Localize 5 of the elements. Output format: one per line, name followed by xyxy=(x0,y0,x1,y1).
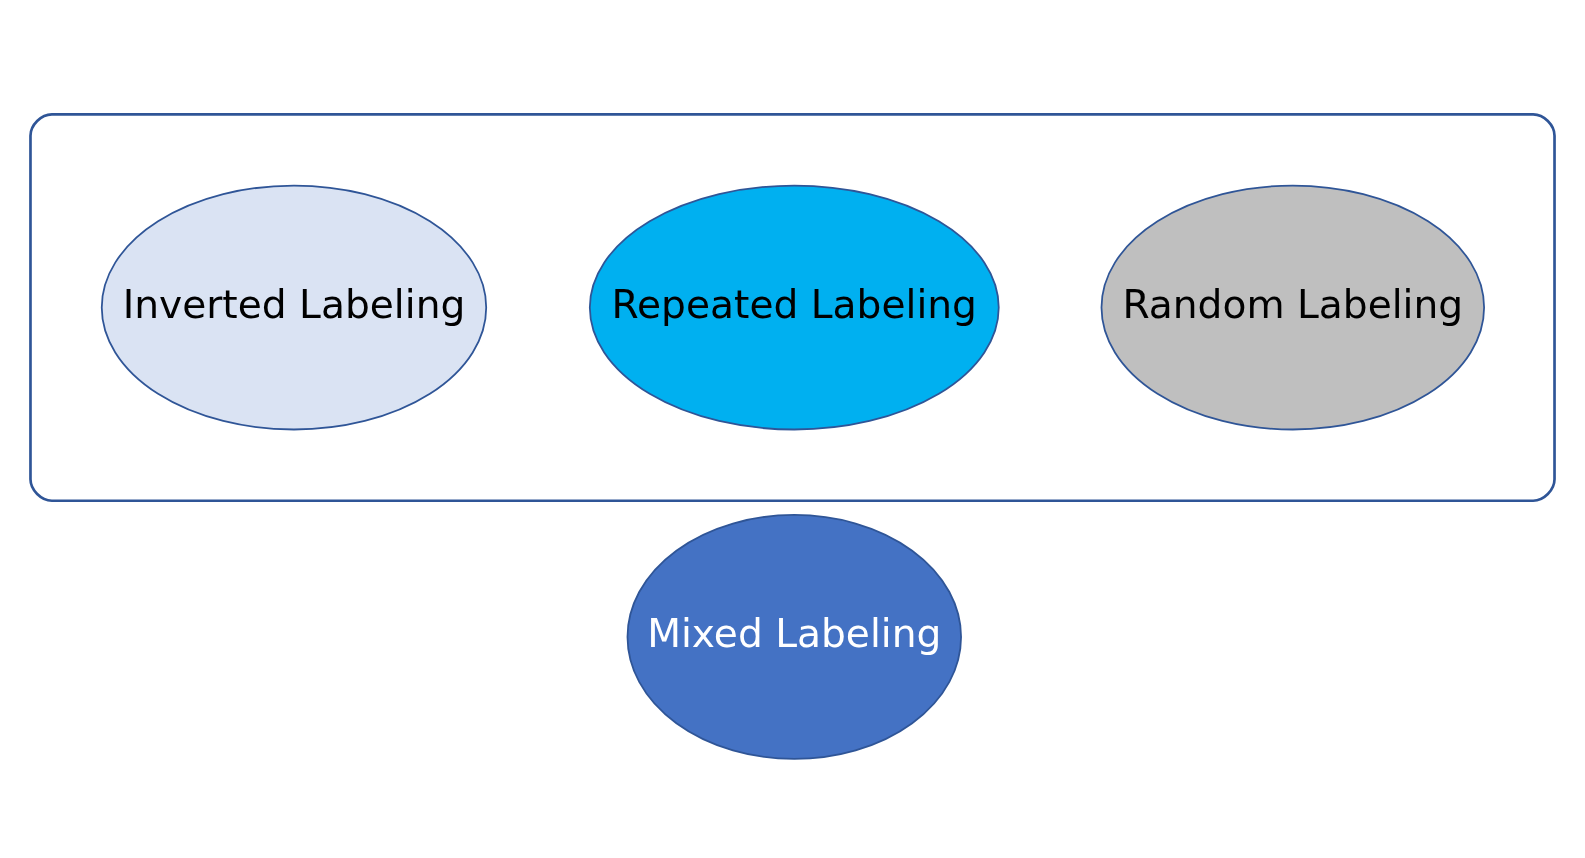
cluster xyxy=(29,112,1556,502)
node-ellipse: Repeated Labeling xyxy=(588,184,1000,430)
node-ellipse: Inverted Labeling xyxy=(100,184,488,430)
node-ellipse: Random Labeling xyxy=(1100,184,1485,430)
node-ellipse: Mixed Labeling xyxy=(626,513,962,760)
